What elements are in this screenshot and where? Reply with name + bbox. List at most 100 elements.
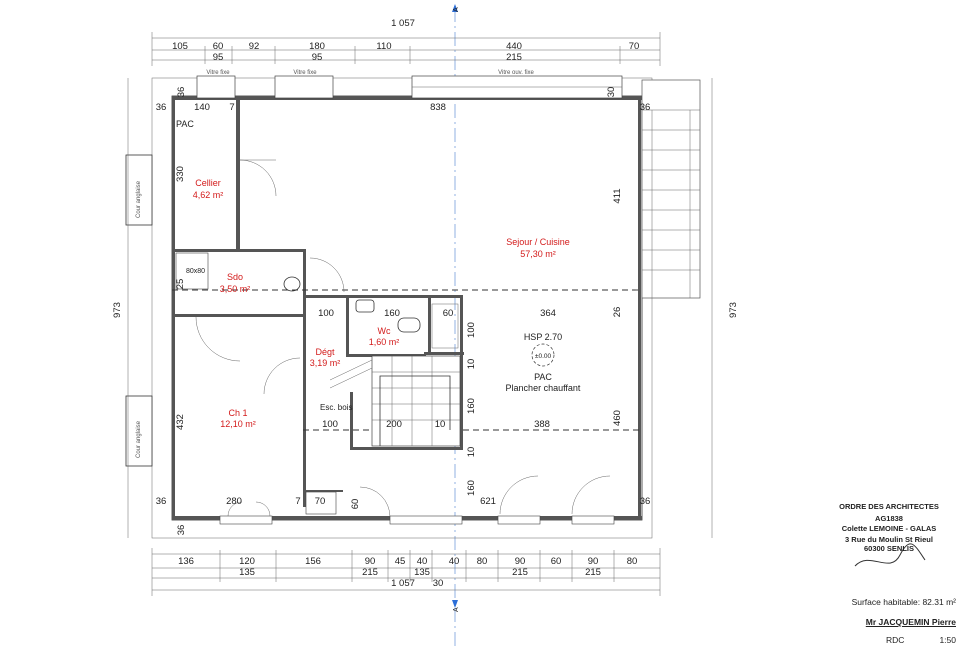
title-surface: Surface habitable: 82.31 m² [851,597,956,607]
dim-25: 25 [175,279,186,290]
dim-838: 838 [430,102,446,113]
room-wc-area: 1,60 m² [369,337,400,347]
room-cellier-area: 4,62 m² [193,190,224,200]
overall-height-left: 973 [112,302,123,318]
dim-10-a: 10 [466,359,477,370]
dim-10-b: 10 [466,447,477,458]
door-swings [195,159,611,518]
dim-140: 140 [194,102,210,113]
window-label-2: Vitre fixe [293,70,317,76]
courtyard-label-bottom: Cour anglaise [136,420,142,458]
dim-460: 460 [612,410,623,426]
dim-top-215: 215 [506,52,522,63]
title-number: AG1838 [875,514,903,523]
courtyard-label-top: Cour anglaise [136,180,142,218]
dim-bottom-90a: 90 [365,556,376,567]
room-ch1-area: 12,10 m² [220,419,256,429]
outer-walls [151,77,653,539]
dim-top-180: 180 [309,41,325,52]
room-wc-name: Wc [378,326,391,336]
dim-36-bl: 36 [156,496,167,507]
room-sejour-name: Sejour / Cuisine [506,237,570,247]
interior-walls [172,100,464,507]
title-city: 60300 SENLIS [863,544,915,553]
top-dimension-lines [151,32,661,66]
dim-100-a: 100 [318,308,334,319]
dim-bottom-40b: 40 [449,556,460,567]
room-sdo-name: Sdo [227,272,243,282]
section-mark-bottom: A [453,607,460,612]
fixtures [175,252,555,367]
courtyards [125,154,153,467]
architect-signature [854,543,926,567]
bottom-windows [219,491,615,525]
dim-7-b: 7 [295,496,300,507]
dim-100-c: 100 [322,419,338,430]
label-shower: 80x80 [186,268,205,275]
dim-330: 330 [175,166,186,182]
room-degt-area: 3,19 m² [310,358,341,368]
dim-bottom-215b: 215 [512,567,528,578]
overall-height-right: 973 [728,302,739,318]
dim-160-b: 160 [466,398,477,414]
dim-7: 7 [229,102,234,113]
title-client: Mr JACQUEMIN Pierre [865,617,956,627]
side-dimension-lines [127,78,713,538]
dim-432: 432 [175,414,186,430]
dim-bottom-90b: 90 [515,556,526,567]
label-pac: PAC [534,372,552,382]
dim-bottom-45: 45 [395,556,406,567]
dim-280: 280 [226,496,242,507]
title-order: ORDRE DES ARCHITECTES [839,502,939,511]
dim-36-top: 36 [176,87,187,98]
dim-top-70: 70 [629,41,640,52]
dim-bottom-136: 136 [178,556,194,567]
dim-10-c: 10 [435,419,446,430]
dim-bottom-135b: 135 [414,567,430,578]
dim-top-440: 440 [506,41,522,52]
dim-bottom-215c: 215 [585,567,601,578]
dim-top-95b: 95 [312,52,323,63]
dim-30: 30 [606,87,617,98]
label-pac-top: PAC [176,119,194,129]
staircase [329,355,461,447]
title-scale: 1:50 [939,635,956,645]
dim-411: 411 [612,188,623,203]
dim-36-tl: 36 [156,102,167,113]
dim-26: 26 [612,307,623,318]
label-esc: Esc. bois [320,403,352,412]
room-sejour-area: 57,30 m² [520,249,556,259]
window-label-1: Vitre fixe [206,70,230,76]
dim-bottom-215a: 215 [362,567,378,578]
top-windows [196,75,623,99]
dim-top-95a: 95 [213,52,224,63]
dim-top-105: 105 [172,41,188,52]
dim-160-a: 160 [384,308,400,319]
label-plancher: Plancher chauffant [506,383,581,393]
dim-60-b: 60 [350,499,361,510]
dim-60-a: 60 [443,308,454,319]
dim-621: 621 [480,496,496,507]
dim-bottom-135a: 135 [239,567,255,578]
title-level: RDC [886,635,905,645]
room-cellier-name: Cellier [195,178,221,188]
overall-width-top: 1 057 [391,18,415,29]
title-architect: Colette LEMOINE - GALAS [841,524,937,533]
label-level: ±0.00 [535,353,552,360]
dim-100-b: 100 [466,322,477,338]
dim-36-br: 36 [640,496,651,507]
dim-bottom-80b: 80 [627,556,638,567]
room-ch1-name: Ch 1 [228,408,247,418]
dim-70: 70 [315,496,326,507]
dim-top-110: 110 [376,41,391,52]
dim-160-c: 160 [466,480,477,496]
room-sdo-area: 3,50 m² [220,284,251,294]
title-address: 3 Rue du Moulin St Rieul [845,535,933,544]
dim-bottom-120: 120 [239,556,255,567]
bottom-dimension-lines [151,548,661,596]
terrace-steps [641,79,701,299]
title-block: ORDRE DES ARCHITECTES AG1838 Colette LEM… [820,500,958,655]
dim-364: 364 [540,308,556,319]
dim-bottom-80a: 80 [477,556,488,567]
